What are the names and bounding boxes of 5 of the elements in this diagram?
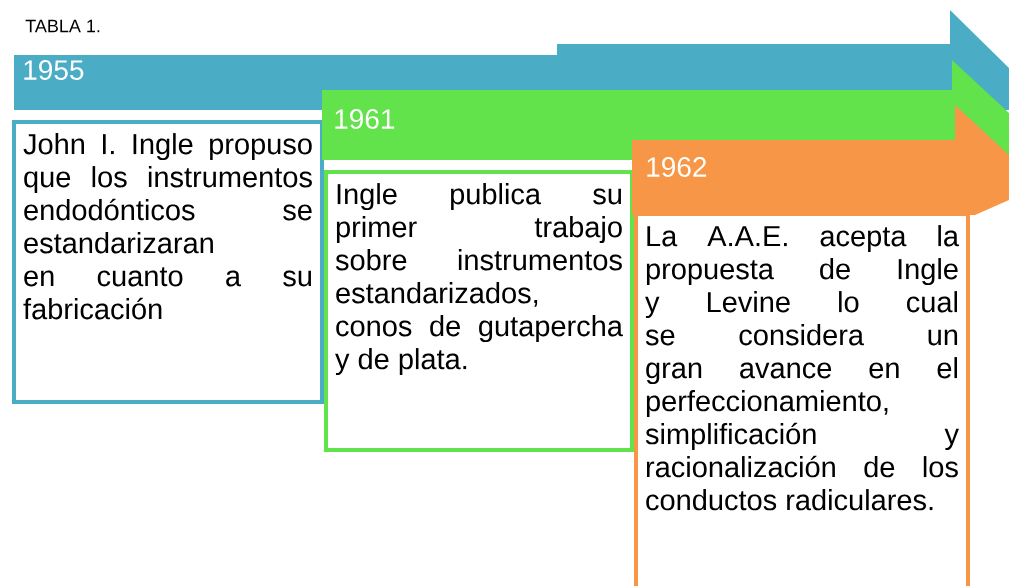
text-box: Ingle publica su primer trabajo sobre instrumentos estandarizados, conos de gutapercha y de plata. [324,170,634,452]
arrow-band: 1962 [632,105,1009,215]
caption-text: TABLA 1. [25,19,100,33]
text-box: John I. Ingle propuso que los instrumentos endodónticos se estandarizaran en cuanto a su fabricación [12,120,324,404]
text-box: La A.A.E. acepta la propuesta de Ingle y Levine lo cual se considera un gran avance en el perfeccionamiento, simplificación y racionalización de los conductos radiculares. [634,212,970,586]
